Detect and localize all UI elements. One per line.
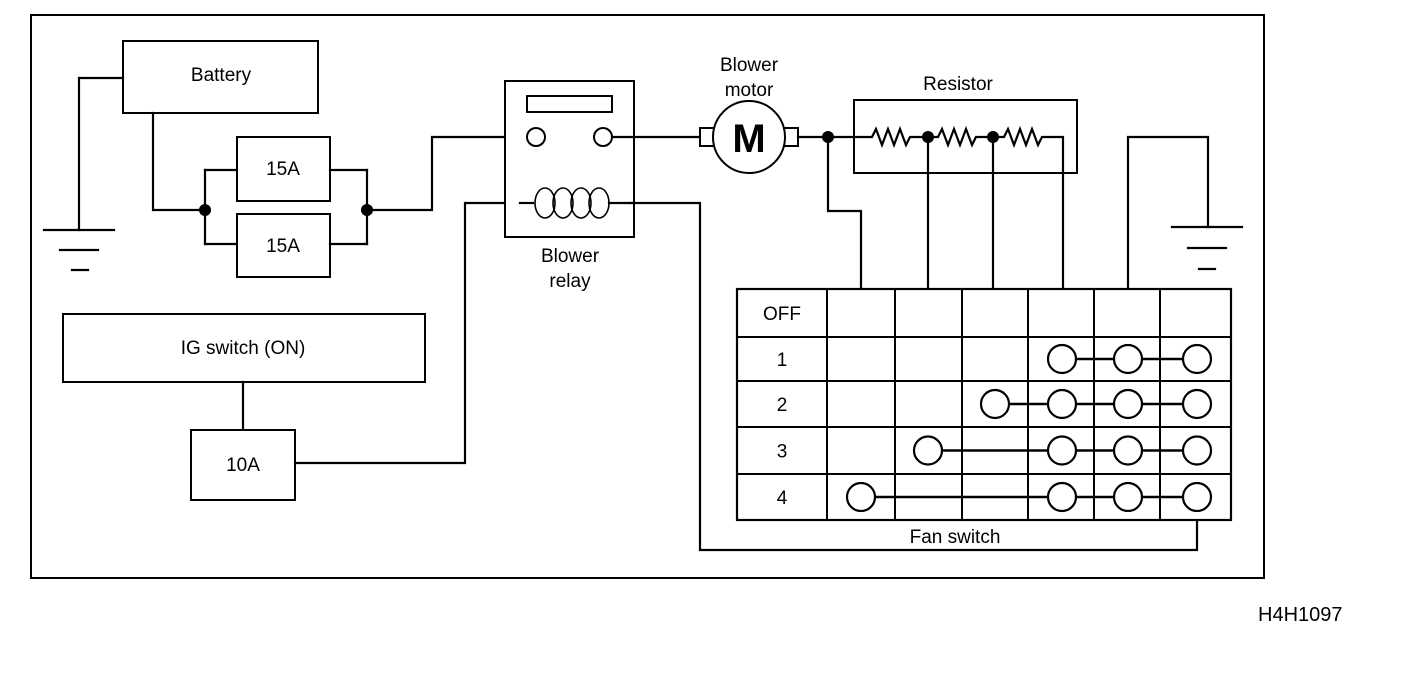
fuse-10a-label: 10A: [226, 455, 260, 476]
motor-to-fan-col1-wire: [826, 135, 863, 291]
battery-ground-wire: [77, 76, 125, 232]
battery-label: Battery: [191, 65, 252, 86]
fan-position-label: 1: [777, 350, 788, 371]
blower-relay-label-line2: relay: [549, 271, 591, 292]
resistor-label: Resistor: [923, 74, 993, 95]
motor-brush-left: [699, 127, 715, 147]
reference-code: H4H1097: [1258, 604, 1343, 626]
fan-switch-terminal: [979, 388, 1011, 420]
fuse-15a-bottom: [236, 213, 331, 278]
relay-coil: [518, 187, 632, 219]
fan-position-label: OFF: [763, 304, 801, 325]
ig-fuse-to-relay-coil-wire: [293, 201, 522, 465]
motor-symbol-circle: [712, 100, 786, 174]
blower-motor-label-line1: Blower: [720, 55, 779, 76]
fan-switch-label: Fan switch: [910, 527, 1001, 548]
ig-switch-label: IG switch (ON): [181, 338, 306, 359]
relay-coil-return-wire: [628, 201, 1199, 552]
fuse-15a-bottom-label: 15A: [266, 236, 300, 257]
diagram-frame: [30, 14, 1265, 579]
relay-terminal-right: [593, 127, 613, 147]
battery-to-fuse-wire: [151, 111, 207, 212]
ground-symbol-left: [42, 228, 116, 272]
relay-terminal-left: [526, 127, 546, 147]
ground-symbol-right: [1170, 225, 1244, 271]
fan-switch-terminal: [1181, 343, 1213, 375]
motor-symbol-m: M: [732, 117, 765, 161]
fan-switch-terminal: [1112, 343, 1144, 375]
battery-box: [122, 40, 319, 114]
fan-switch-terminal: [1112, 481, 1144, 513]
fuse-to-relay-wire: [365, 135, 528, 212]
blower-relay-label-line1: Blower: [541, 246, 600, 267]
fan-switch-table: OFF 1 2 3 4: [735, 287, 1233, 522]
fan-switch-terminal: [1046, 435, 1078, 466]
blower-motor-label-line2: motor: [725, 80, 774, 101]
fan-switch-terminal: [1046, 388, 1078, 420]
fan-position-label: 3: [777, 442, 788, 463]
fuse-15a-top-label: 15A: [266, 159, 300, 180]
fan-switch-terminal: [1112, 388, 1144, 420]
motor-brush-right: [783, 127, 799, 147]
fan-switch-terminal: [912, 435, 944, 466]
junction-dot: [199, 204, 211, 216]
fuse-10a: [190, 429, 296, 501]
fan-switch-terminal: [1046, 481, 1078, 513]
fan-switch-terminal: [1181, 481, 1213, 513]
fuse-15a-top: [236, 136, 331, 202]
fan-switch-terminal: [1181, 388, 1213, 420]
fan-position-label: 2: [777, 395, 788, 416]
fan-switch-terminal: [1112, 435, 1144, 466]
fan-switch-ground-wire: [1126, 135, 1210, 291]
fan-position-label: 4: [777, 488, 788, 509]
relay-contact-bar: [526, 95, 613, 113]
fan-switch-terminal: [1181, 435, 1213, 466]
resistor-zigzag: [852, 125, 1065, 175]
fan-switch-terminal: [845, 481, 877, 513]
ig-switch-box: [62, 313, 426, 383]
fan-switch-terminal: [1046, 343, 1078, 375]
